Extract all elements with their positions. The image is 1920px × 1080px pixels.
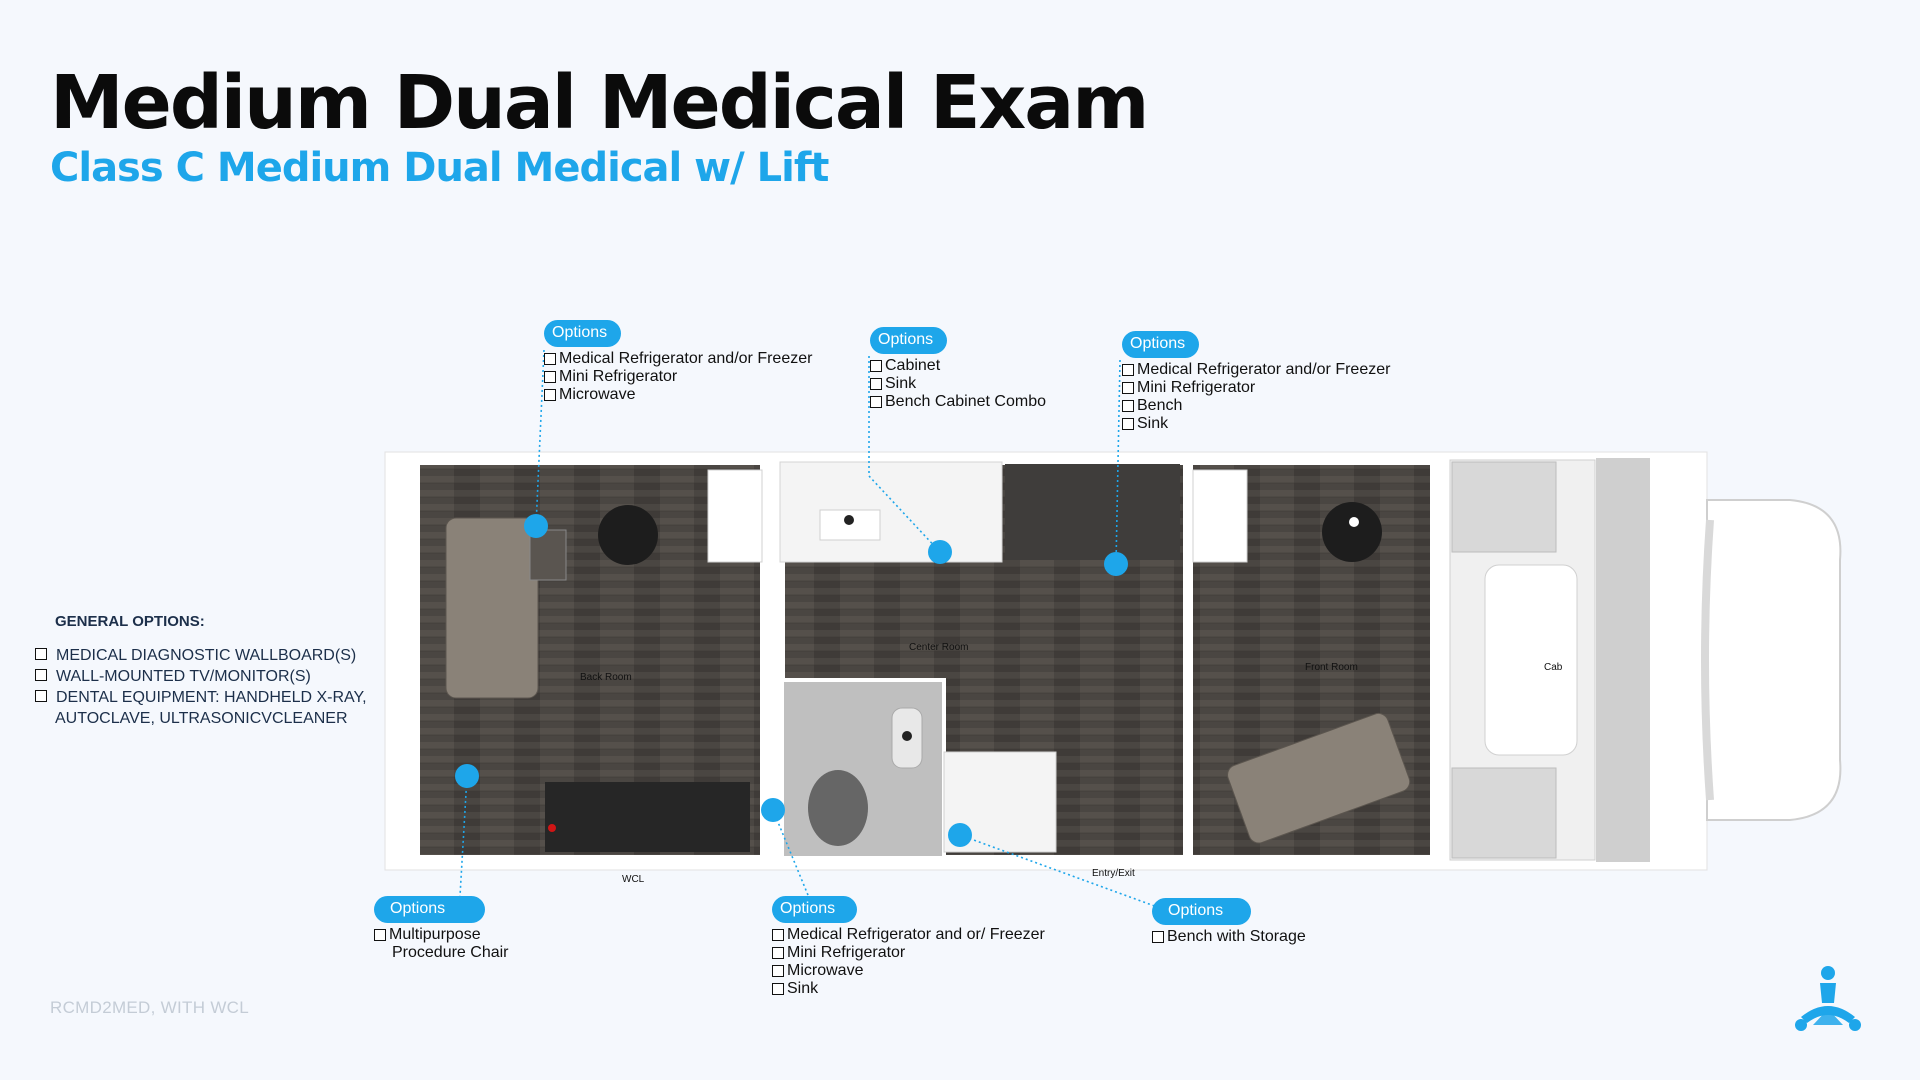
checkbox[interactable] [1122,417,1134,430]
option-item[interactable]: Mini Refrigerator [544,368,812,386]
back-room-floor [420,465,760,855]
options-pill[interactable]: Options [544,320,622,347]
checkbox[interactable] [544,352,556,365]
cab-label: Cab [1544,662,1563,673]
checkbox[interactable] [1122,399,1134,412]
option-item[interactable]: Cabinet [870,357,1046,375]
page-subtitle: Class C Medium Dual Medical w/ Lift [50,145,829,191]
options-front-top: Options Medical Refrigerator and/or Free… [1122,331,1390,433]
options-pill[interactable]: Options [1122,331,1200,358]
option-item[interactable]: Medical Refrigerator and/or Freezer [1122,361,1390,379]
marker-center-bottom [761,798,785,822]
options-pill[interactable]: Options [374,896,486,923]
general-option-item[interactable]: WALL-MOUNTED TV/MONITOR(S) [35,666,367,687]
cab-area [1449,459,1596,861]
front-room-floor [1193,465,1433,855]
brand-logo-icon [1795,966,1861,1031]
back-room-label: Back Room [580,672,632,683]
entry-exit-label: Entry/Exit [1092,868,1135,879]
page-title: Medium Dual Medical Exam [50,60,1149,146]
checkbox[interactable] [870,377,882,390]
front-room-label: Front Room [1305,662,1358,673]
option-item[interactable]: Sink [870,375,1046,393]
center-room-label: Center Room [909,642,968,653]
checkbox[interactable] [35,690,47,702]
vehicle-cab-front [1706,499,1842,821]
option-item[interactable]: Multipurpose [374,926,509,944]
options-center-bottom: Options Medical Refrigerator and or/ Fre… [772,896,1045,998]
wcl-label: WCL [622,874,645,885]
bathroom [780,678,946,860]
general-option-item-continued: AUTOCLAVE, ULTRASONICVCLEANER [55,710,348,727]
front-exam-chair [1227,712,1411,844]
center-room-floor [785,465,1183,855]
option-item[interactable]: Mini Refrigerator [1122,379,1390,397]
options-back-top: Options Medical Refrigerator and/or Free… [544,320,812,404]
general-options-list: MEDICAL DIAGNOSTIC WALLBOARD(S) WALL-MOU… [35,645,367,729]
checkbox[interactable] [772,982,784,995]
options-pill[interactable]: Options [870,327,948,354]
general-option-item[interactable]: DENTAL EQUIPMENT: HANDHELD X-RAY, [35,687,367,708]
checkbox[interactable] [544,370,556,383]
general-option-item[interactable]: MEDICAL DIAGNOSTIC WALLBOARD(S) [35,645,367,666]
option-item[interactable]: Microwave [544,386,812,404]
option-item-continued: Procedure Chair [392,944,509,961]
option-item[interactable]: Medical Refrigerator and or/ Freezer [772,926,1045,944]
checkbox[interactable] [35,648,47,660]
marker-entry [948,823,972,847]
options-entry-bottom: Options Bench with Storage [1152,898,1306,946]
option-item[interactable]: Mini Refrigerator [772,944,1045,962]
back-exam-chair [445,517,539,699]
option-item[interactable]: Microwave [772,962,1045,980]
option-item[interactable]: Medical Refrigerator and/or Freezer [544,350,812,368]
checkbox[interactable] [1152,930,1164,943]
checkbox[interactable] [544,388,556,401]
option-item[interactable]: Bench with Storage [1152,928,1306,946]
general-options-heading: GENERAL OPTIONS: [55,613,205,630]
marker-back-bottom [455,764,479,788]
checkbox[interactable] [1122,363,1134,376]
option-item[interactable]: Bench [1122,397,1390,415]
checkbox[interactable] [1122,381,1134,394]
checkbox[interactable] [870,395,882,408]
checkbox[interactable] [772,946,784,959]
options-pill[interactable]: Options [772,896,858,923]
options-pill[interactable]: Options [1152,898,1252,925]
checkbox[interactable] [772,964,784,977]
marker-back-top [524,514,548,538]
options-center-top: Options Cabinet Sink Bench Cabinet Combo [870,327,1046,411]
checkbox[interactable] [374,928,386,941]
option-item[interactable]: Sink [772,980,1045,998]
model-code: RCMD2MED, WITH WCL [50,998,249,1017]
checkbox[interactable] [35,669,47,681]
options-back-bottom: Options Multipurpose Procedure Chair [374,896,509,962]
checkbox[interactable] [870,359,882,372]
marker-center-top [928,540,952,564]
marker-front-top [1104,552,1128,576]
option-item[interactable]: Bench Cabinet Combo [870,393,1046,411]
checkbox[interactable] [772,928,784,941]
option-item[interactable]: Sink [1122,415,1390,433]
